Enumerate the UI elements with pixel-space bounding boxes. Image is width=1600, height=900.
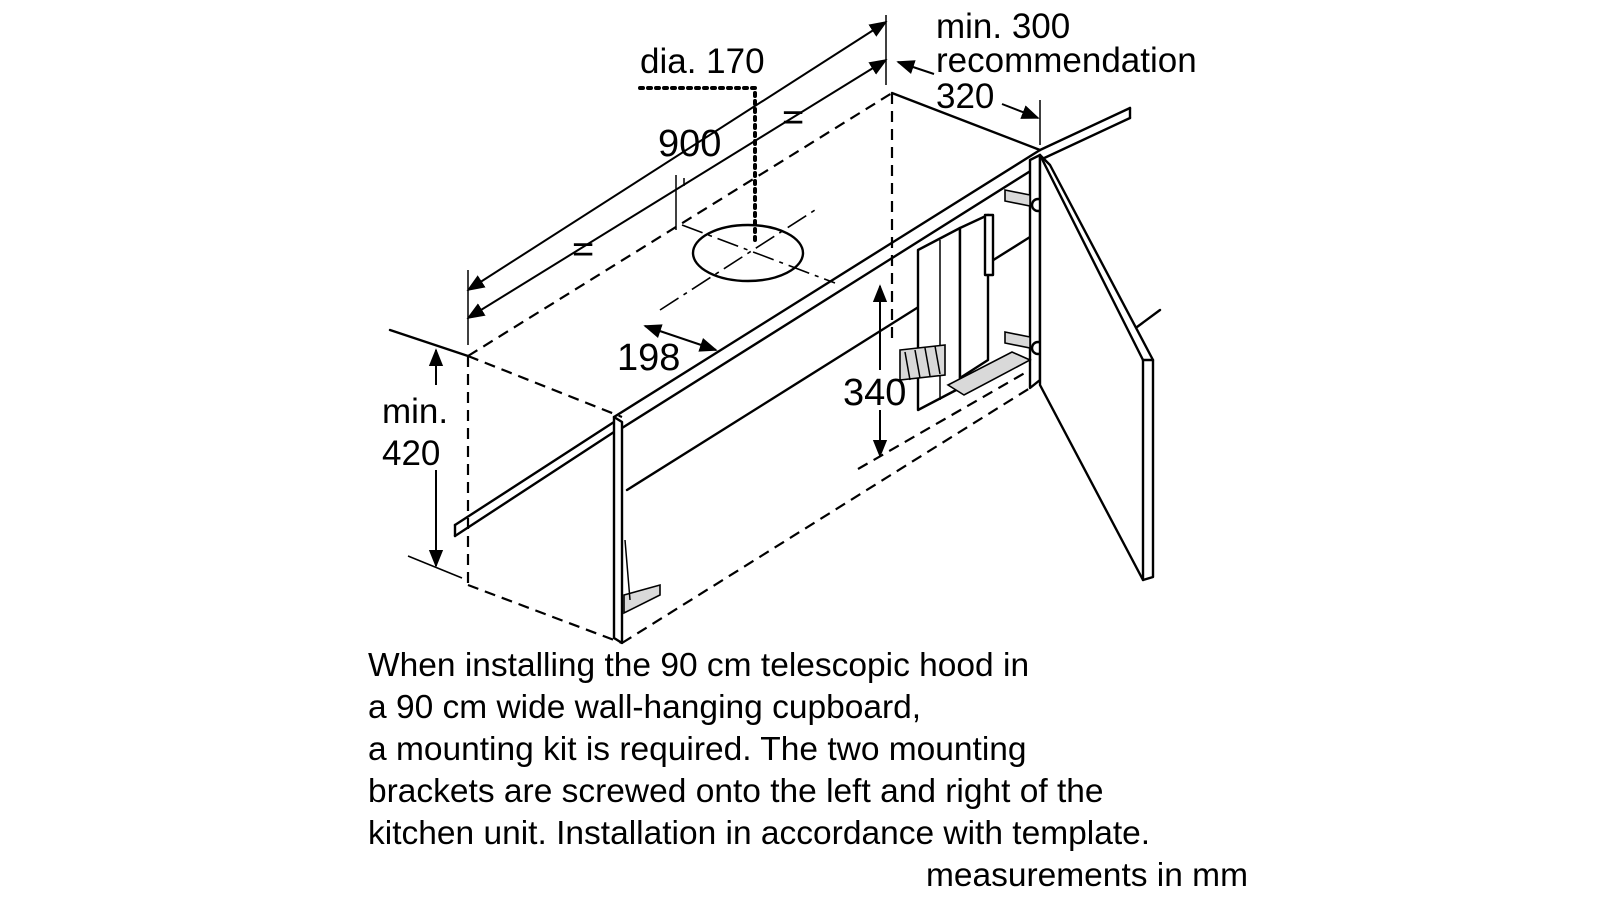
installation-note: When installing the 90 cm telescopic hoo…	[368, 645, 1248, 897]
dimension-width-900	[466, 15, 888, 345]
label-depth-min: min. 300	[936, 7, 1070, 46]
label-offset: 198	[617, 337, 680, 379]
dimension-height-420	[407, 348, 463, 579]
dimension-offset-198	[643, 324, 718, 352]
label-equal-top: =	[782, 97, 804, 139]
label-equal-bottom: =	[572, 229, 594, 271]
left-side-panel	[612, 415, 661, 645]
note-line: brackets are screwed onto the left and r…	[368, 773, 1104, 810]
label-depth-recommendation: recommendation	[936, 41, 1197, 80]
label-diameter: dia. 170	[640, 42, 765, 81]
label-width: 900	[658, 123, 721, 165]
units-note: measurements in mm	[925, 857, 1248, 894]
label-height-min-word: min.	[382, 392, 448, 431]
right-side-panel	[899, 153, 1042, 412]
label-depth-recommended-value: 320	[936, 77, 994, 116]
note-line: a mounting kit is required. The two moun…	[368, 731, 1027, 768]
open-door	[1038, 153, 1155, 582]
label-height-min-value: 420	[382, 434, 440, 473]
label-inner-height: 340	[843, 372, 906, 414]
note-line: kitchen unit. Installation in accordance…	[368, 815, 1151, 852]
note-line: a 90 cm wide wall-hanging cupboard,	[368, 689, 922, 726]
note-line: When installing the 90 cm telescopic hoo…	[368, 647, 1030, 684]
dimension-depth-320	[896, 60, 1041, 145]
duct-opening	[638, 86, 836, 311]
